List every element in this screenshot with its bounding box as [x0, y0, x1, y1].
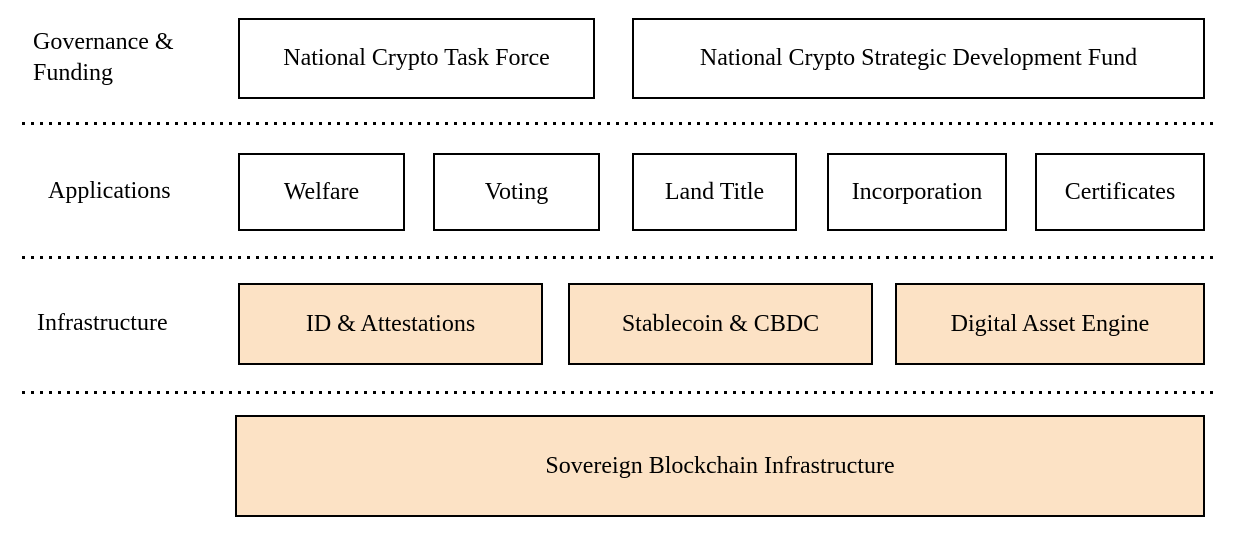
dotted-separator-middle [22, 256, 1218, 259]
layer-label-infrastructure: Infrastructure [37, 310, 168, 336]
layer-label-applications: Applications [48, 178, 171, 204]
box-sovereign-blockchain-infrastructure: Sovereign Blockchain Infrastructure [235, 415, 1205, 517]
dotted-separator-top [22, 122, 1218, 125]
box-land-title: Land Title [632, 153, 797, 231]
dotted-separator-bottom [22, 391, 1218, 394]
box-voting: Voting [433, 153, 600, 231]
box-incorporation: Incorporation [827, 153, 1007, 231]
box-welfare: Welfare [238, 153, 405, 231]
box-stablecoin-cbdc: Stablecoin & CBDC [568, 283, 873, 365]
box-digital-asset-engine: Digital Asset Engine [895, 283, 1205, 365]
box-national-crypto-strategic-development-fund: National Crypto Strategic Development Fu… [632, 18, 1205, 99]
layer-label-governance-funding: Governance & Funding [33, 29, 174, 86]
box-national-crypto-task-force: National Crypto Task Force [238, 18, 595, 99]
box-id-attestations: ID & Attestations [238, 283, 543, 365]
box-certificates: Certificates [1035, 153, 1205, 231]
